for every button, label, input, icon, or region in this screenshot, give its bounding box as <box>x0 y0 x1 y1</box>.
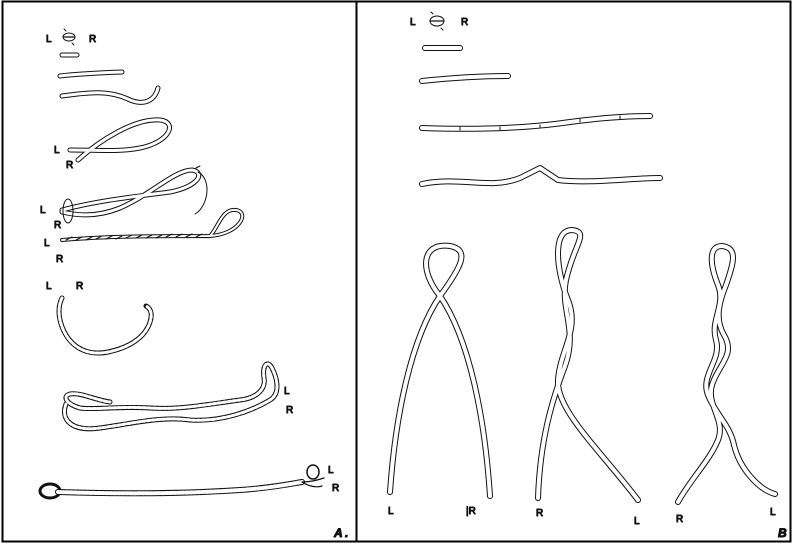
a-step6-left-label: L <box>40 205 46 216</box>
b-twist1-right-label: |R <box>466 506 476 517</box>
a-step8-right-label: R <box>76 281 83 292</box>
a-step9-right-label: R <box>286 405 293 416</box>
b-twist1-left-label: L <box>388 506 394 517</box>
b-twist3-left-label: R <box>676 514 683 525</box>
b-step4-fiber <box>422 116 650 130</box>
b-step1-right-label: R <box>461 17 468 28</box>
b-step1-roll <box>430 12 444 30</box>
b-twist3-right-label: L <box>770 507 776 518</box>
a-step10-finished-rope <box>40 465 324 498</box>
a-step1-left-label: L <box>46 34 52 45</box>
a-step9-left-label: L <box>284 386 290 397</box>
panel-a-frame <box>3 2 357 542</box>
a-step3-fiber <box>60 72 122 76</box>
a-step5-left-label: L <box>54 145 60 156</box>
a-step6-twisting <box>62 166 207 223</box>
panel-a-dot: . <box>345 526 348 540</box>
b-twist3 <box>678 246 775 502</box>
a-step10-right-label: R <box>332 483 339 494</box>
panel-b-letter: B <box>778 526 787 540</box>
a-step4-fiber <box>62 88 158 102</box>
a-step8-twisted-cord <box>59 298 151 353</box>
a-step8-left-label: L <box>46 281 52 292</box>
b-step5-kinked-fiber <box>422 168 660 184</box>
a-step7-right-label: R <box>56 254 63 265</box>
a-step1-right-label: R <box>89 34 96 45</box>
a-step1-roll <box>63 29 75 45</box>
b-twist2 <box>538 230 638 500</box>
b-step3-fiber <box>422 76 508 81</box>
a-step7-left-label: L <box>44 238 50 249</box>
panel-b: L R L |R <box>388 12 787 540</box>
a-step9-figure-eight <box>64 364 277 429</box>
panel-a: L R L R L <box>40 29 348 540</box>
a-step10-left-label: L <box>328 465 334 476</box>
b-twist2-left-label: R <box>536 508 543 519</box>
b-twist1 <box>390 246 490 496</box>
panel-a-letter: A <box>333 526 343 540</box>
b-twist2-right-label: L <box>634 516 640 527</box>
a-step5-right-label: R <box>66 160 73 171</box>
a-step5-loop <box>70 120 170 160</box>
b-step1-left-label: L <box>410 17 416 28</box>
a-step6-right-label: R <box>54 220 61 231</box>
